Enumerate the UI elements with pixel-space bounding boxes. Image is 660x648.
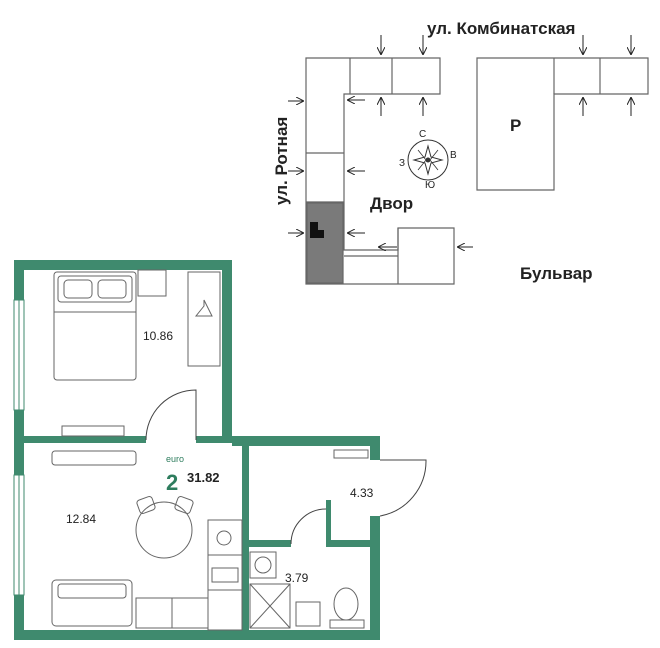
highlighted-unit [306, 202, 344, 284]
parking-building [476, 57, 649, 191]
apartment-rooms: 2 [166, 470, 178, 495]
compass-south: Ю [425, 180, 435, 191]
apartment-walls [14, 260, 380, 640]
hallway-area: 4.33 [350, 486, 374, 500]
site-plan [305, 57, 649, 285]
parking-label: Р [510, 116, 521, 135]
bedroom-area: 10.86 [143, 329, 173, 343]
boulevard-label: Бульвар [520, 264, 593, 283]
street-left-label: ул. Ротная [272, 117, 291, 205]
windows [13, 299, 25, 596]
toilet [333, 587, 359, 621]
entrance-arrows [288, 35, 631, 247]
unit-marker-icon [310, 222, 324, 238]
doors [145, 389, 427, 545]
bed [53, 271, 137, 381]
street-top-label: ул. Комбинатская [427, 19, 575, 38]
washing-machine [249, 551, 277, 579]
apartment-type-label: euro [166, 454, 184, 464]
compass-east: В [450, 150, 457, 161]
kitchen-unit [207, 519, 243, 631]
living-area: 12.84 [66, 512, 96, 526]
compass-west: З [399, 158, 405, 169]
courtyard-label: Двор [370, 194, 413, 213]
bathroom-area: 3.79 [285, 571, 309, 585]
furniture [51, 269, 369, 631]
apartment-total-area: 31.82 [187, 470, 220, 485]
sofa [51, 579, 133, 627]
wardrobe [187, 271, 221, 367]
shower [249, 583, 291, 629]
compass-north: С [419, 129, 426, 140]
compass-rose [407, 139, 449, 181]
dining-table [135, 501, 193, 559]
